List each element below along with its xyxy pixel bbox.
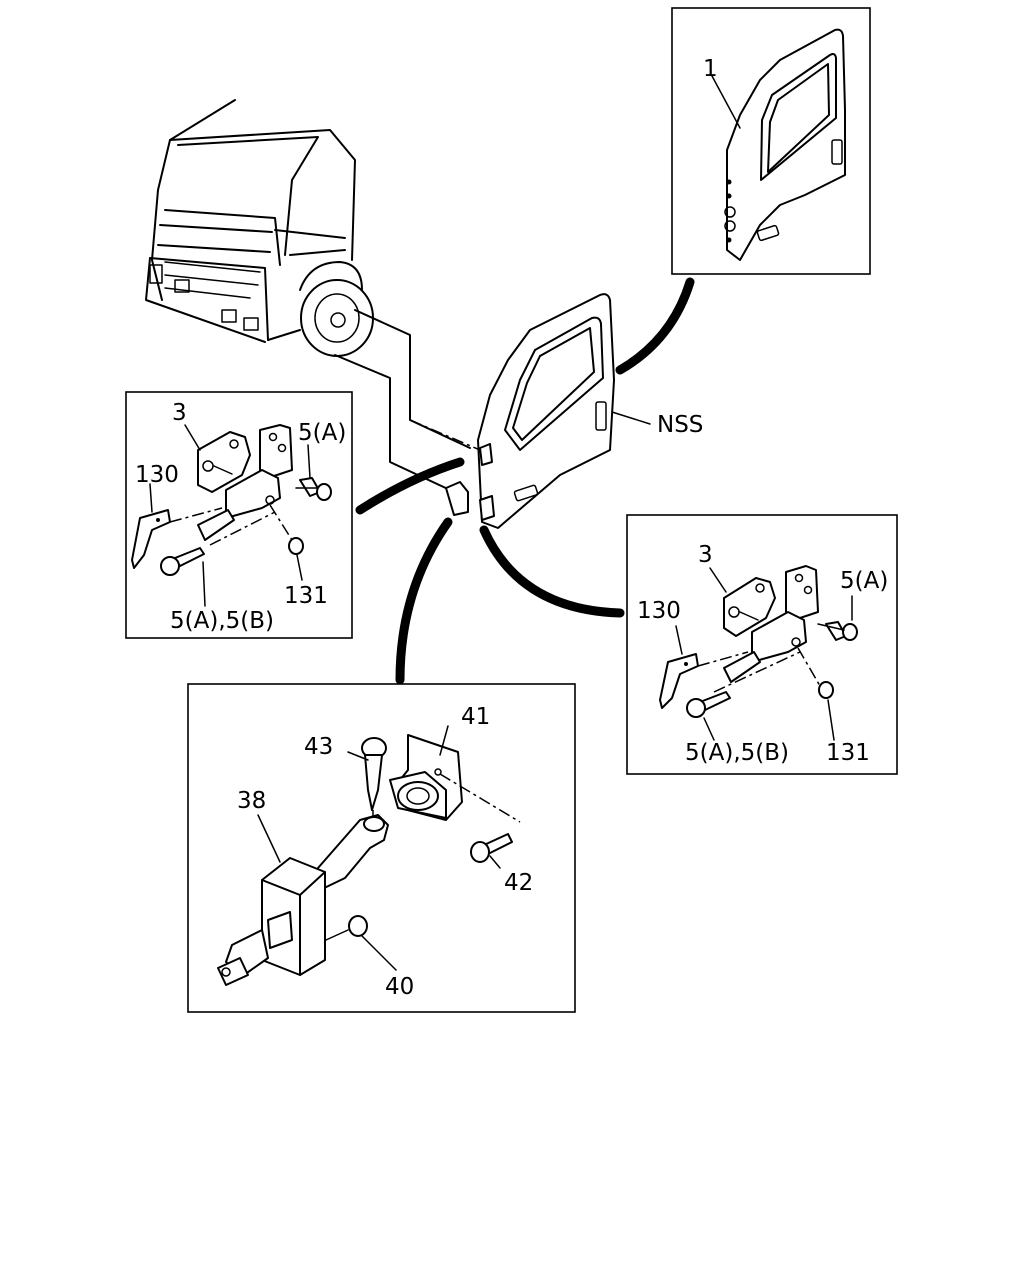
left-hinge-bolt-a-label: 5(A) <box>298 420 346 446</box>
right-hinge-detail-box <box>626 514 898 775</box>
door-checker-illustration <box>217 734 521 986</box>
right-hinge-bracket-label: 3 <box>698 542 713 568</box>
door-panel-label: 1 <box>703 56 718 82</box>
left-hinge-plate-label: 130 <box>135 462 179 488</box>
door-panel-illustration <box>724 28 846 261</box>
left-hinge-bracket-label: 3 <box>172 400 187 426</box>
left-hinge-washer-label: 131 <box>284 583 328 609</box>
right-hinge-illustration <box>659 565 858 718</box>
checker-pin-label: 43 <box>304 734 333 760</box>
checker-bolt-label: 42 <box>504 870 533 896</box>
left-hinge-illustration <box>131 424 332 576</box>
left-hinge-detail-box <box>125 391 353 639</box>
right-hinge-plate-label: 130 <box>637 598 681 624</box>
right-hinge-washer-label: 131 <box>826 740 870 766</box>
nss-door-illustration <box>445 293 615 529</box>
nss-label: NSS <box>657 412 703 438</box>
checker-arm-label: 38 <box>237 788 266 814</box>
connector-arcs <box>355 277 695 685</box>
door-checker-detail-box <box>187 683 576 1013</box>
checker-bracket-label: 41 <box>461 704 490 730</box>
checker-nut-label: 40 <box>385 974 414 1000</box>
right-hinge-bolt-ab-label: 5(A),5(B) <box>685 740 789 766</box>
right-hinge-bolt-a-label: 5(A) <box>840 568 888 594</box>
left-hinge-bolt-ab-label: 5(A),5(B) <box>170 608 274 634</box>
door-panel-detail-box <box>671 7 871 275</box>
